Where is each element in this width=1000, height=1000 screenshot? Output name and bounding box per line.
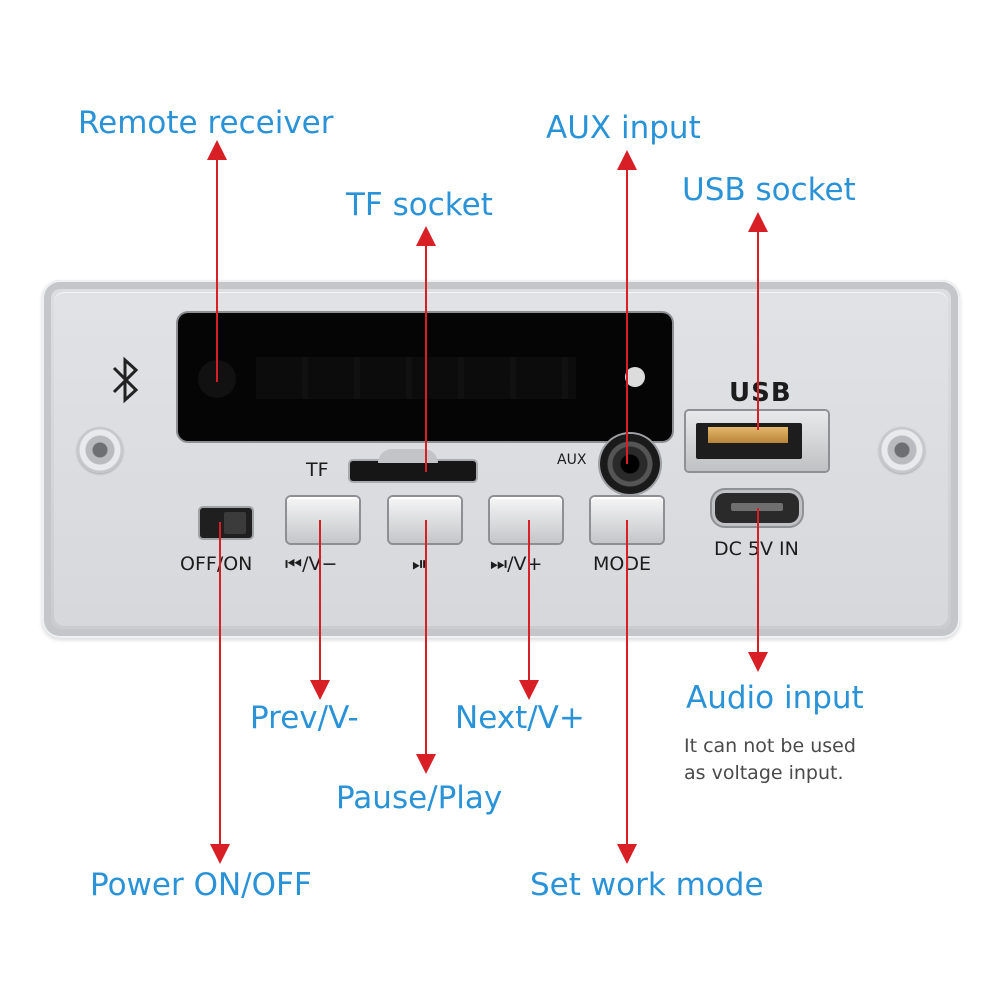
indicator-led xyxy=(625,367,645,387)
power-switch[interactable] xyxy=(200,508,252,538)
micro-usb-port[interactable] xyxy=(715,493,799,523)
callout-remote-receiver: Remote receiver xyxy=(78,105,334,141)
callout-mode: Set work mode xyxy=(530,867,764,903)
label-tf: TF xyxy=(306,459,329,481)
callout-pause-play: Pause/Play xyxy=(336,780,503,816)
label-prev-key: ⏮/V− xyxy=(285,553,338,575)
mode-button[interactable] xyxy=(591,497,663,543)
label-mode-key: MODE xyxy=(593,553,651,575)
callout-prev: Prev/V- xyxy=(250,700,359,736)
audio-input-note-line1: It can not be used xyxy=(684,735,856,757)
tf-card-slot[interactable] xyxy=(350,449,476,481)
audio-input-note-line2: as voltage input. xyxy=(684,762,844,784)
display-segments xyxy=(256,357,576,399)
bluetooth-icon xyxy=(112,356,139,404)
play-pause-button[interactable] xyxy=(389,497,461,543)
remote-receiver-sensor xyxy=(198,360,236,398)
label-play-key: ⏯ xyxy=(412,553,428,575)
callout-usb-socket: USB socket xyxy=(682,172,856,208)
callout-tf-socket: TF socket xyxy=(346,187,493,223)
prev-volume-down-button[interactable] xyxy=(287,497,359,543)
usb-port[interactable] xyxy=(686,411,828,471)
label-next-key: ⏭/V+ xyxy=(490,553,543,575)
callout-aux-input: AUX input xyxy=(546,110,701,146)
label-dc-5v-in: DC 5V IN xyxy=(714,538,799,560)
callout-power: Power ON/OFF xyxy=(90,867,312,903)
next-volume-up-button[interactable] xyxy=(490,497,562,543)
mount-hole-left xyxy=(77,427,123,473)
label-off-on: OFF/ON xyxy=(180,553,253,575)
label-aux: AUX xyxy=(557,452,587,468)
label-usb: USB xyxy=(729,378,792,408)
aux-jack[interactable] xyxy=(600,434,660,494)
callout-next: Next/V+ xyxy=(455,700,585,736)
led-display xyxy=(178,313,672,441)
callout-audio-input: Audio input xyxy=(686,680,864,716)
mount-hole-right xyxy=(879,427,925,473)
